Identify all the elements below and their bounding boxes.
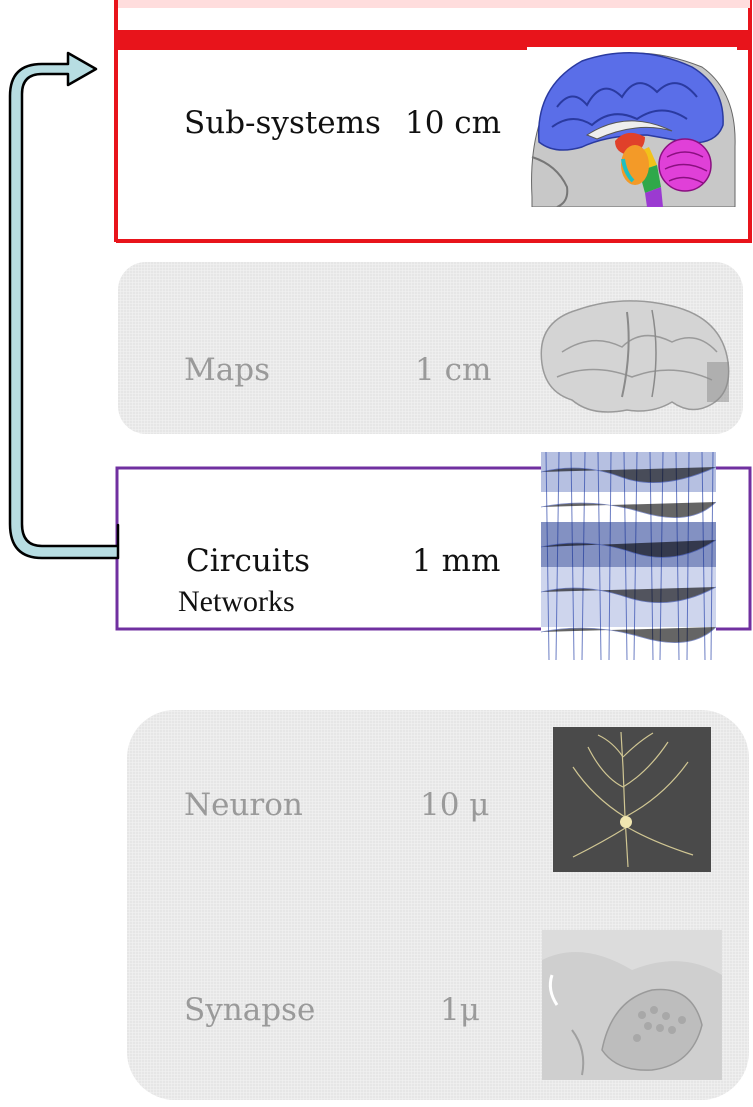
level-neuron-scale: 10 μ (420, 787, 490, 823)
cortical-network-image (541, 452, 716, 660)
level-subsystems-scale: 10 cm (405, 105, 502, 141)
level-subsystems-name: Sub-systems (184, 105, 381, 141)
synapse-micrograph-image (542, 930, 722, 1080)
brain-cortex-map-image (532, 292, 737, 422)
level-circuits-name: Circuits (186, 543, 311, 579)
level-circuits-scale: 1 mm (412, 543, 501, 579)
level-maps-name: Maps (184, 352, 270, 388)
level-networks-name: Networks (178, 585, 295, 618)
level-synapse-scale: 1μ (440, 992, 480, 1028)
subsystems-box (114, 0, 752, 243)
level-neuron-name: Neuron (184, 787, 303, 823)
level-synapse-name: Synapse (184, 992, 316, 1028)
level-maps-scale: 1 cm (415, 352, 492, 388)
brain-sagittal-image (527, 47, 737, 207)
pyramidal-neuron-image (553, 727, 711, 872)
up-arrow-connector-icon (8, 51, 120, 560)
